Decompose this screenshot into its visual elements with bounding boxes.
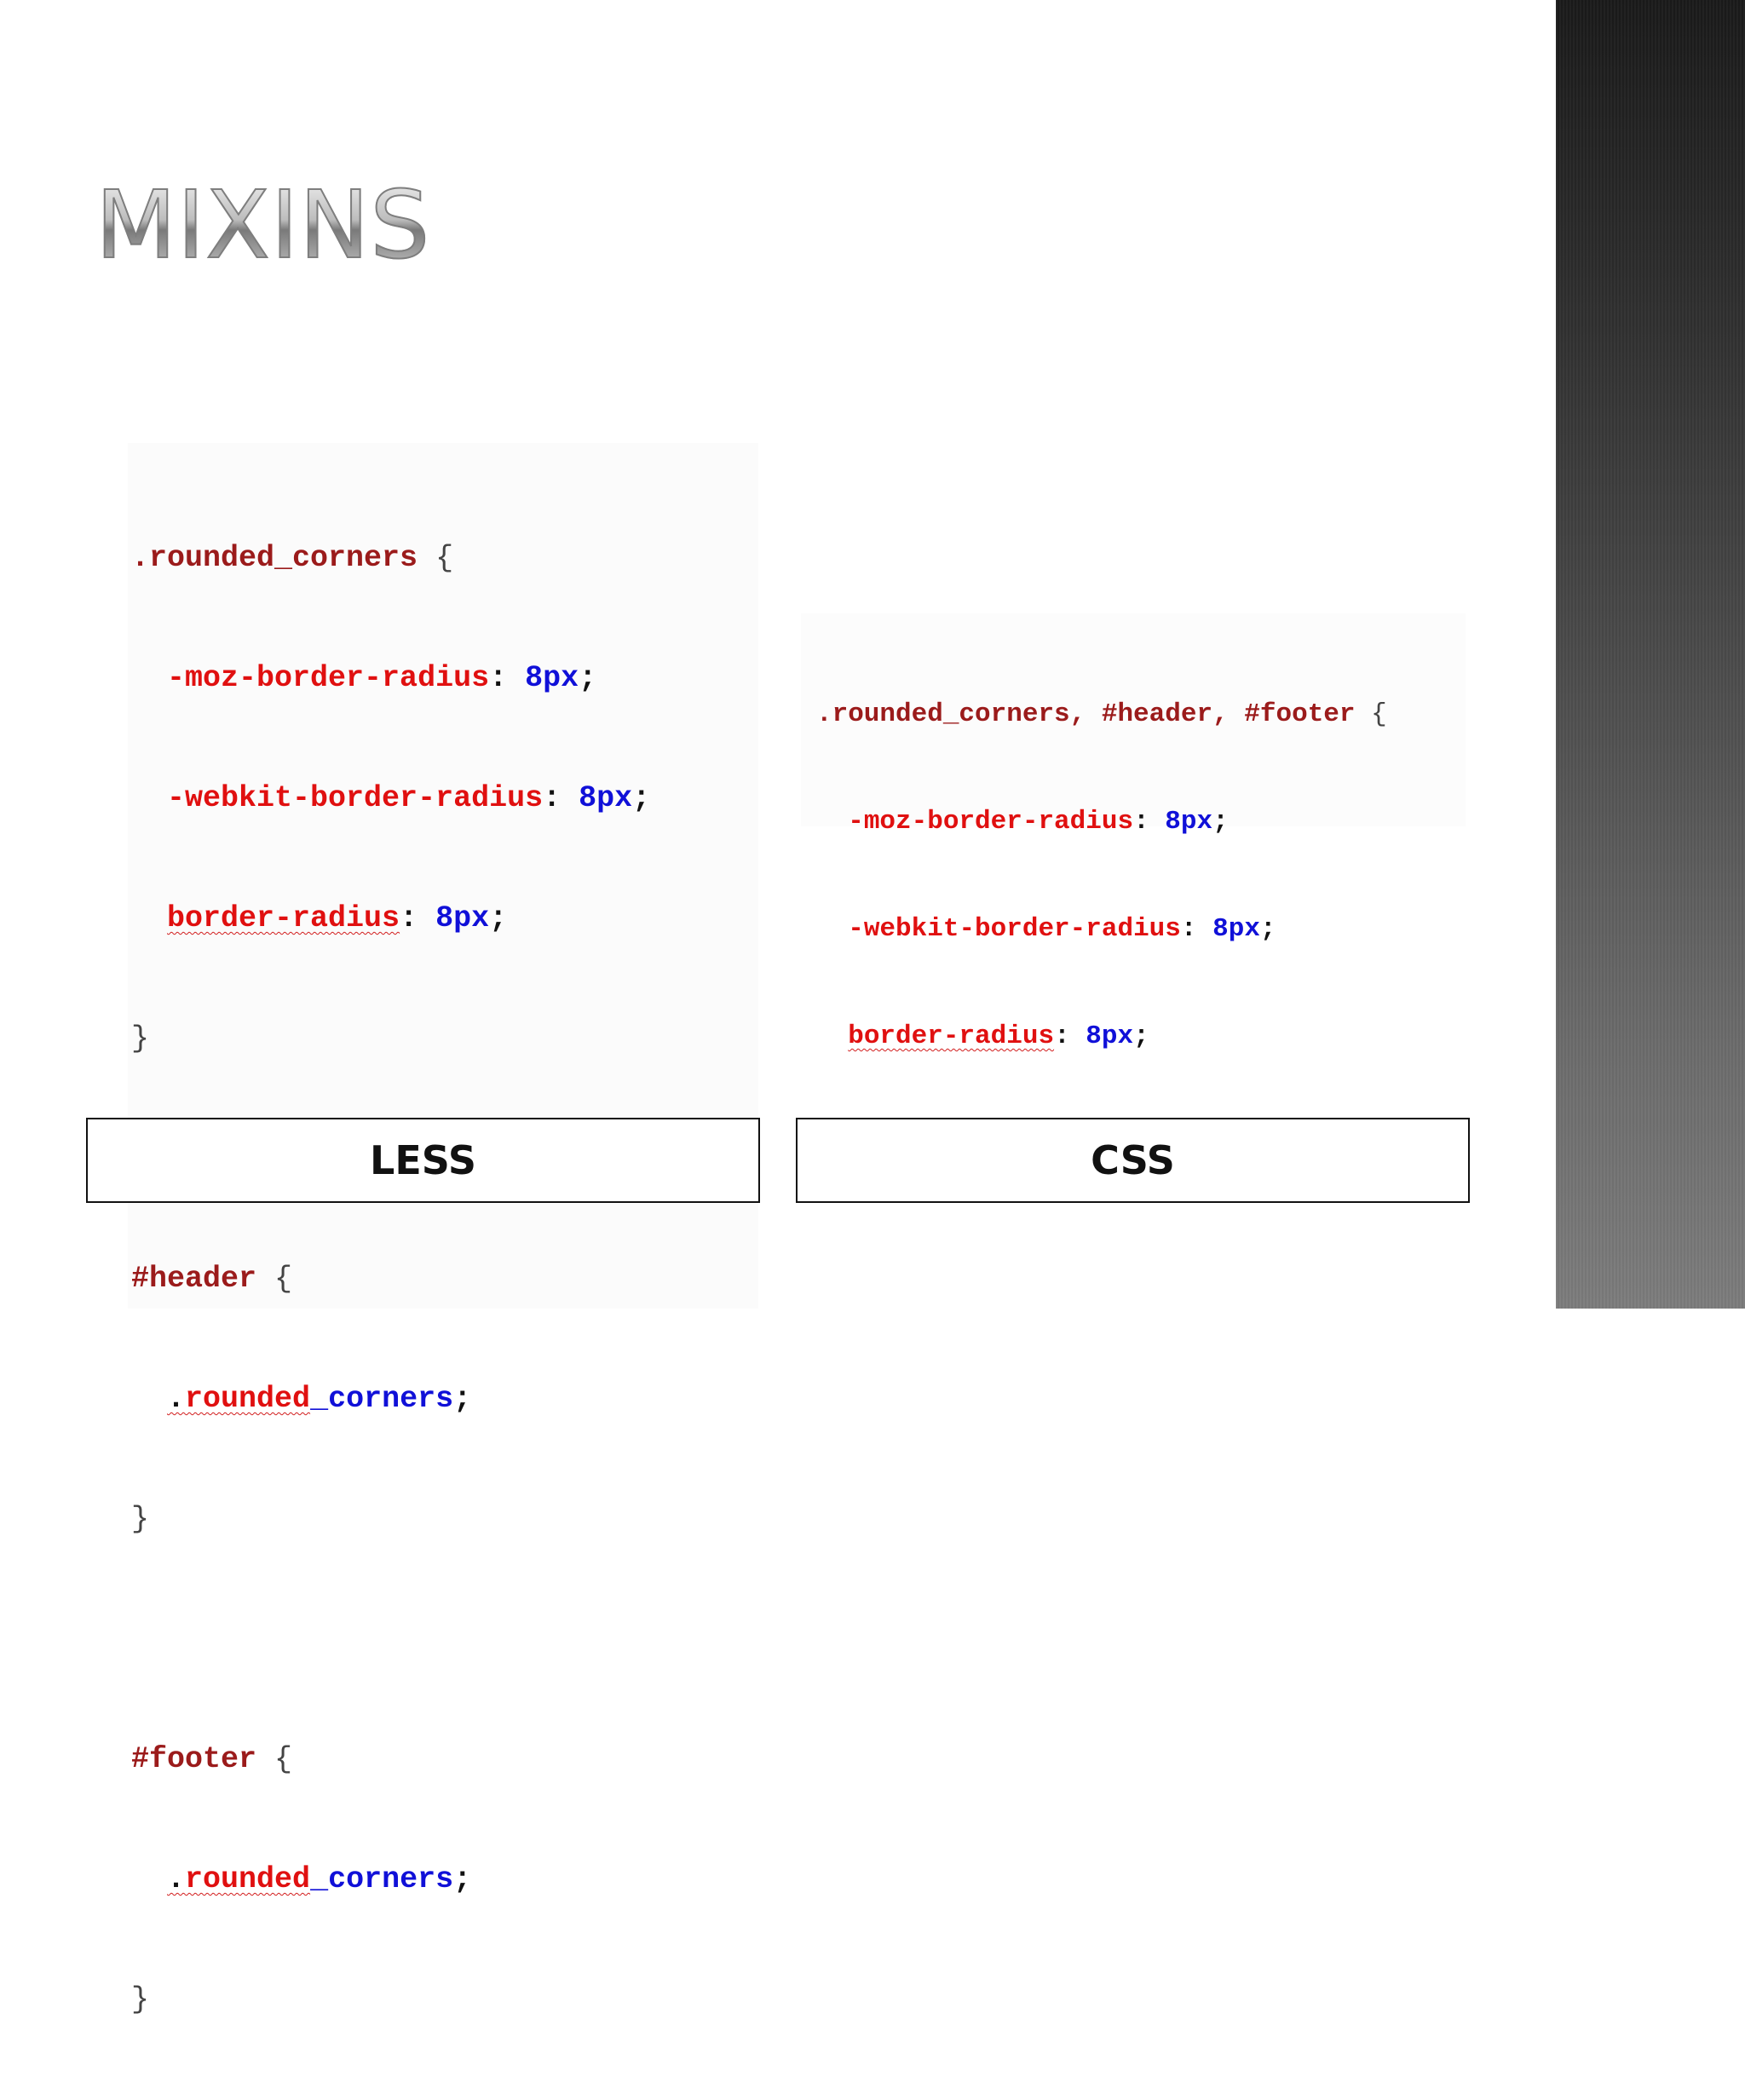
less-value-webkit: 8px: [579, 781, 633, 815]
less-prop-webkit: -webkit-border-radius: [167, 781, 544, 815]
code-line: .rounded_corners, #header, #footer {: [816, 697, 1387, 733]
css-code-panel: .rounded_corners, #header, #footer { -mo…: [801, 613, 1466, 1159]
less-prop-moz: -moz-border-radius: [167, 661, 490, 695]
decorative-sidebar: [1556, 0, 1745, 1309]
less-label-box: LESS: [86, 1118, 760, 1203]
mixin-name-part1: rounded: [185, 1862, 311, 1896]
brace-open: {: [1371, 699, 1387, 729]
css-code-block: .rounded_corners, #header, #footer { -mo…: [816, 625, 1387, 1234]
brace-open: {: [274, 1262, 293, 1296]
less-value-border-radius: 8px: [435, 901, 490, 935]
mixin-underscore: _: [310, 1382, 329, 1416]
code-line: }: [131, 1980, 650, 2020]
code-line: #footer {: [131, 1740, 650, 1780]
less-selector-footer: #footer: [131, 1742, 257, 1776]
css-prop-webkit: -webkit-border-radius: [848, 914, 1181, 944]
code-line: border-radius: 8px;: [848, 1021, 1149, 1051]
less-selector-rounded: .rounded_corners: [131, 541, 418, 575]
mixin-underscore: _: [310, 1862, 329, 1896]
brace-close: }: [131, 1021, 150, 1056]
css-label-box: CSS: [796, 1118, 1470, 1203]
code-line: -webkit-border-radius: 8px;: [167, 781, 651, 815]
brace-open: {: [435, 541, 454, 575]
css-value-border-radius: 8px: [1086, 1021, 1134, 1051]
slide: Mixins .rounded_corners { -moz-border-ra…: [86, 170, 1470, 2017]
mixin-name-part2: corners: [328, 1862, 454, 1896]
less-value-moz: 8px: [525, 661, 579, 695]
css-selector: .rounded_corners, #header, #footer: [816, 699, 1356, 729]
css-prop-moz: -moz-border-radius: [848, 807, 1134, 837]
code-line: #header {: [131, 1259, 650, 1299]
slide-title: Mixins: [95, 170, 431, 279]
mixin-dot: .: [167, 1382, 186, 1416]
code-line: -moz-border-radius: 8px;: [167, 661, 597, 695]
code-line: }: [131, 1499, 650, 1539]
brace-open: {: [274, 1742, 293, 1776]
code-line: }: [131, 1019, 650, 1059]
code-line: -webkit-border-radius: 8px;: [848, 914, 1276, 944]
less-selector-header: #header: [131, 1262, 257, 1296]
code-line: .rounded_corners {: [131, 538, 650, 578]
less-code-block: .rounded_corners { -moz-border-radius: 8…: [131, 458, 650, 2100]
brace-close: }: [131, 1982, 150, 2017]
css-prop-border-radius: border-radius: [848, 1021, 1055, 1051]
mixin-name-part1: rounded: [185, 1382, 311, 1416]
brace-close: }: [131, 1502, 150, 1536]
mixin-name-part2: corners: [328, 1382, 454, 1416]
less-prop-border-radius: border-radius: [167, 901, 400, 935]
code-line: .rounded_corners;: [167, 1382, 472, 1416]
css-value-webkit: 8px: [1212, 914, 1260, 944]
css-value-moz: 8px: [1165, 807, 1213, 837]
code-line: -moz-border-radius: 8px;: [848, 807, 1229, 837]
code-line: border-radius: 8px;: [167, 901, 508, 935]
code-line: .rounded_corners;: [167, 1862, 472, 1896]
mixin-dot: .: [167, 1862, 186, 1896]
